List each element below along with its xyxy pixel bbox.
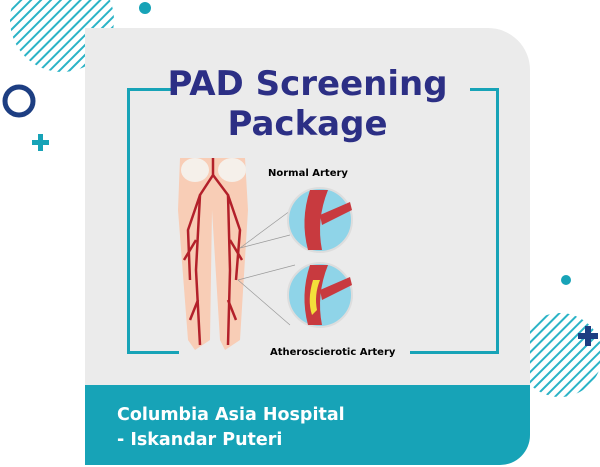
label-atherosclerotic-artery: Atheroscierotic Artery (270, 347, 396, 358)
leg-artery-illustration: Normal Artery Atheroscierotic Artery (178, 158, 396, 358)
plus-icon-right (578, 326, 598, 346)
ring-icon (2, 84, 36, 118)
hospital-name: Columbia Asia Hospital (117, 405, 345, 425)
hatched-circle-bottom (518, 313, 600, 397)
hospital-band: Columbia Asia Hospital - Iskandar Puteri (85, 385, 530, 465)
package-card: PAD Screening Package Normal Artery Athe… (85, 28, 530, 465)
title-line-1: PAD Screening (167, 64, 448, 104)
label-normal-artery: Normal Artery (268, 168, 348, 179)
page-title: PAD Screening Package (85, 64, 530, 144)
normal-artery-circle (287, 187, 353, 253)
title-line-2: Package (227, 104, 388, 144)
plus-icon-left (32, 134, 49, 151)
atherosclerotic-artery-circle (287, 262, 353, 328)
dot-top (139, 2, 151, 14)
dot-right (561, 275, 571, 285)
hospital-location: - Iskandar Puteri (117, 430, 283, 450)
